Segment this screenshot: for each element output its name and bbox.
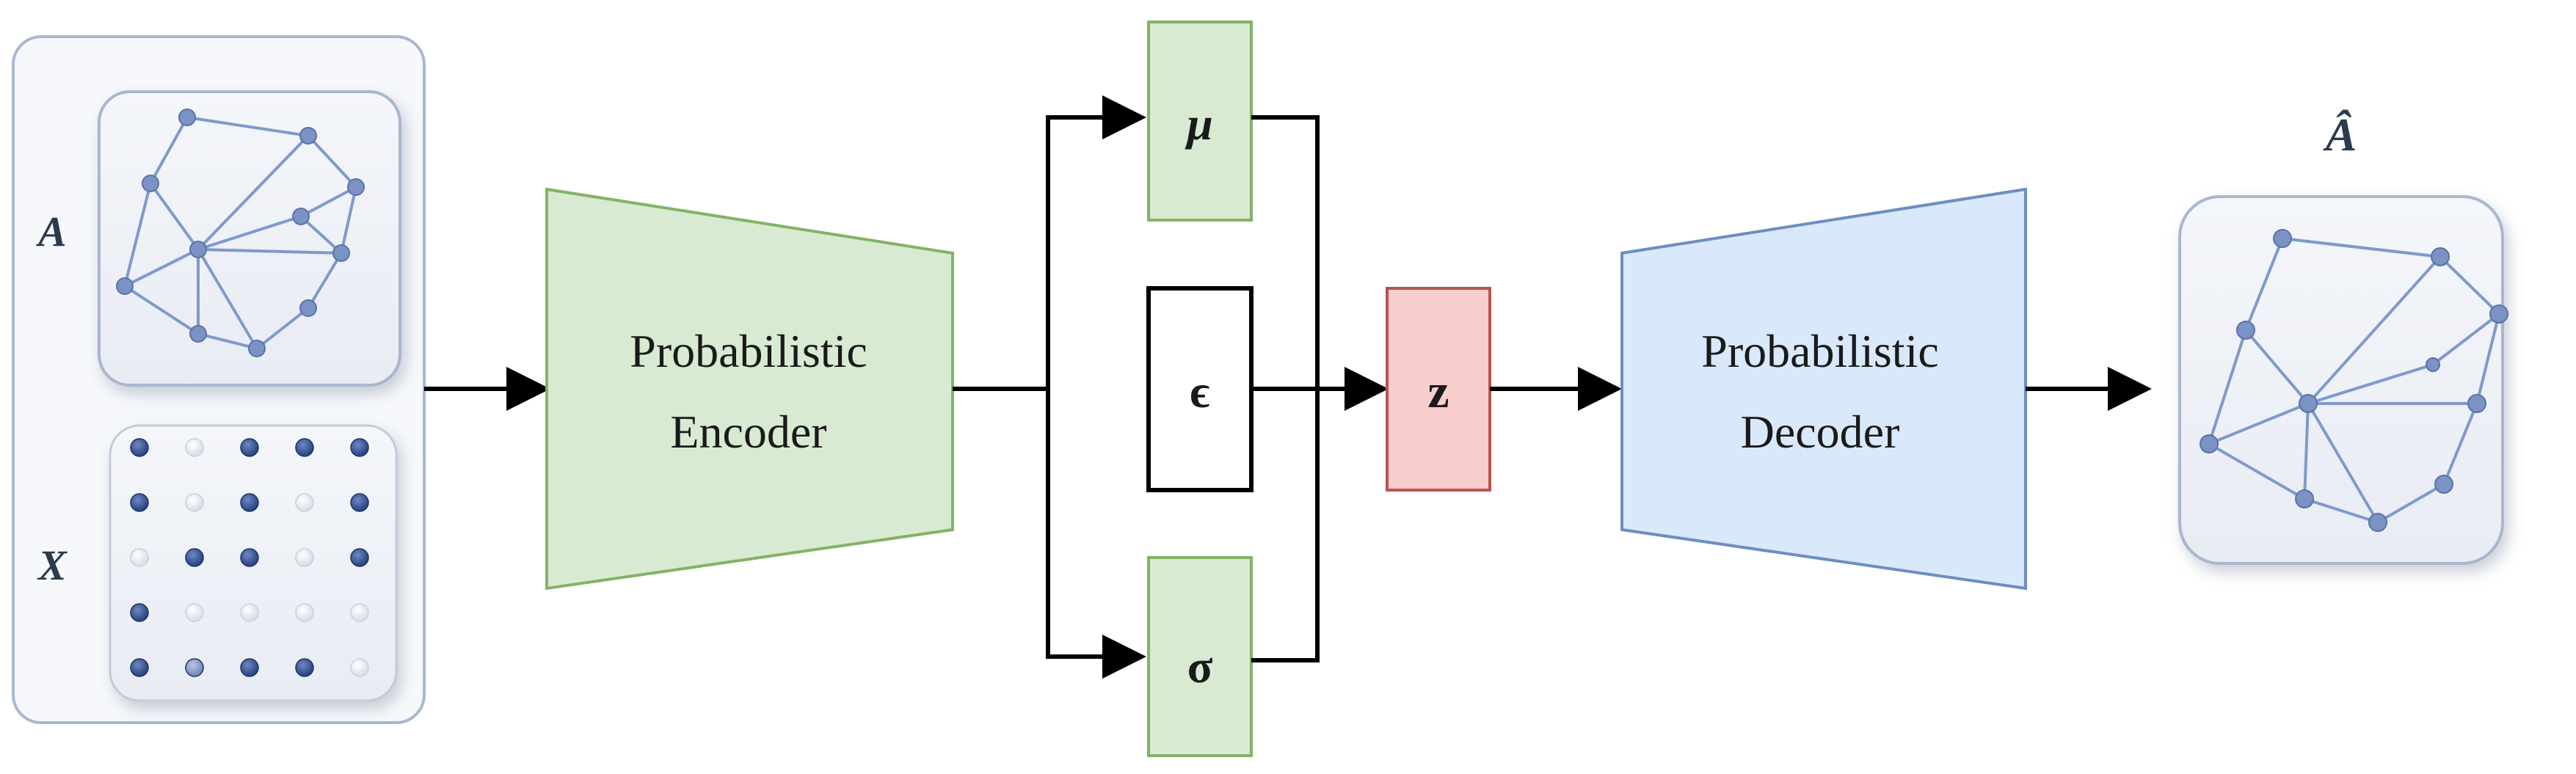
feature-dot	[350, 548, 369, 567]
decoder-trapezoid	[1620, 187, 2027, 591]
feature-dot	[350, 438, 369, 457]
feature-matrix-card	[109, 424, 398, 702]
graph-node	[347, 178, 365, 196]
mu-box: μ	[1147, 21, 1253, 222]
graph-edge	[2307, 363, 2434, 405]
graph-edge	[300, 186, 357, 218]
probabilistic-decoder: Probabilistic Decoder	[1620, 187, 2027, 591]
encoder-trapezoid	[545, 187, 954, 591]
graph-edge	[197, 248, 342, 255]
feature-dot	[130, 438, 149, 457]
feature-dot	[350, 658, 369, 677]
feature-dot	[350, 493, 369, 512]
z-label: z	[1427, 365, 1449, 418]
feature-dot	[295, 548, 314, 567]
feature-dot	[185, 603, 204, 622]
feature-dot	[185, 493, 204, 512]
graph-edge	[2431, 313, 2500, 366]
feature-dot	[295, 603, 314, 622]
feature-dot	[130, 493, 149, 512]
feature-dot	[185, 658, 204, 677]
feature-matrix-dots	[130, 438, 369, 677]
graph-node	[2368, 513, 2387, 532]
graph-node	[2299, 394, 2318, 413]
input-graph-nodes	[116, 109, 365, 357]
feature-dot	[185, 438, 204, 457]
decoder-label-line2: Decoder	[1741, 406, 1900, 458]
epsilon-box: ϵ	[1146, 286, 1254, 492]
graph-node	[178, 109, 196, 126]
graph-node	[292, 208, 310, 225]
graph-node	[2295, 489, 2314, 508]
graph-node	[189, 325, 207, 343]
encoder-output-connectors	[953, 95, 1146, 679]
graph-edge	[197, 248, 258, 350]
graph-node	[2426, 357, 2440, 372]
output-graph	[2207, 237, 2501, 525]
graph-node	[299, 127, 317, 145]
graph-node	[116, 277, 134, 295]
feature-dot	[240, 438, 259, 457]
graph-node	[2489, 304, 2508, 324]
feature-dot	[130, 658, 149, 677]
output-label: Â	[2323, 109, 2357, 161]
adjacency-label: A	[36, 208, 67, 255]
reparameterization-connectors	[1251, 115, 1389, 662]
graph-node	[299, 299, 317, 317]
sigma-label: σ	[1187, 640, 1213, 693]
graph-node	[2273, 229, 2292, 248]
graph-edge	[299, 215, 343, 255]
arrow-to-sigma	[1046, 389, 1146, 679]
feature-dot	[185, 548, 204, 567]
graph-edge	[2208, 402, 2309, 445]
feature-dot	[240, 658, 259, 677]
feature-dot	[240, 548, 259, 567]
graph-node	[2431, 247, 2450, 266]
graph-edge	[2303, 403, 2310, 500]
graph-node	[2236, 321, 2255, 340]
graph-edge	[124, 248, 199, 288]
input-graph-card	[98, 90, 401, 387]
graph-node	[142, 175, 159, 192]
feature-dot	[350, 603, 369, 622]
features-label: X	[37, 541, 68, 589]
input-panel: A X	[12, 35, 426, 724]
graph-edge	[197, 215, 302, 251]
sigma-box: σ	[1147, 556, 1253, 757]
epsilon-label: ϵ	[1190, 365, 1210, 417]
mu-label: μ	[1185, 98, 1213, 150]
graph-edge	[149, 182, 200, 251]
graph-node	[189, 241, 207, 258]
feature-dot	[295, 438, 314, 457]
feature-dot	[295, 658, 314, 677]
z-box: z	[1386, 287, 1491, 492]
graph-edges	[2207, 237, 2501, 525]
feature-dot	[130, 603, 149, 622]
graph-edge	[197, 134, 310, 251]
decoder-label-line1: Probabilistic	[1701, 325, 1939, 377]
graph-edge	[2307, 402, 2379, 524]
probabilistic-encoder: Probabilistic Encoder	[545, 187, 954, 591]
graph-node	[2200, 434, 2219, 453]
feature-dot	[240, 493, 259, 512]
graph-edge	[2244, 329, 2310, 405]
input-graph	[123, 116, 358, 351]
feature-dot	[295, 493, 314, 512]
graph-node	[248, 340, 266, 357]
graph-node	[332, 244, 350, 262]
encoder-label-line1: Probabilistic	[630, 325, 867, 377]
feature-dot	[240, 603, 259, 622]
graph-node	[2434, 475, 2453, 494]
graph-node	[2467, 394, 2486, 413]
output-graph-card	[2178, 195, 2504, 565]
graph-edges	[123, 116, 358, 351]
arrow-to-mu	[1046, 95, 1146, 389]
feature-dot	[130, 548, 149, 567]
encoder-label-line2: Encoder	[670, 406, 826, 458]
output-panel: Â	[2178, 109, 2508, 565]
graph-edge	[2307, 255, 2442, 405]
output-graph-nodes	[2200, 229, 2508, 532]
